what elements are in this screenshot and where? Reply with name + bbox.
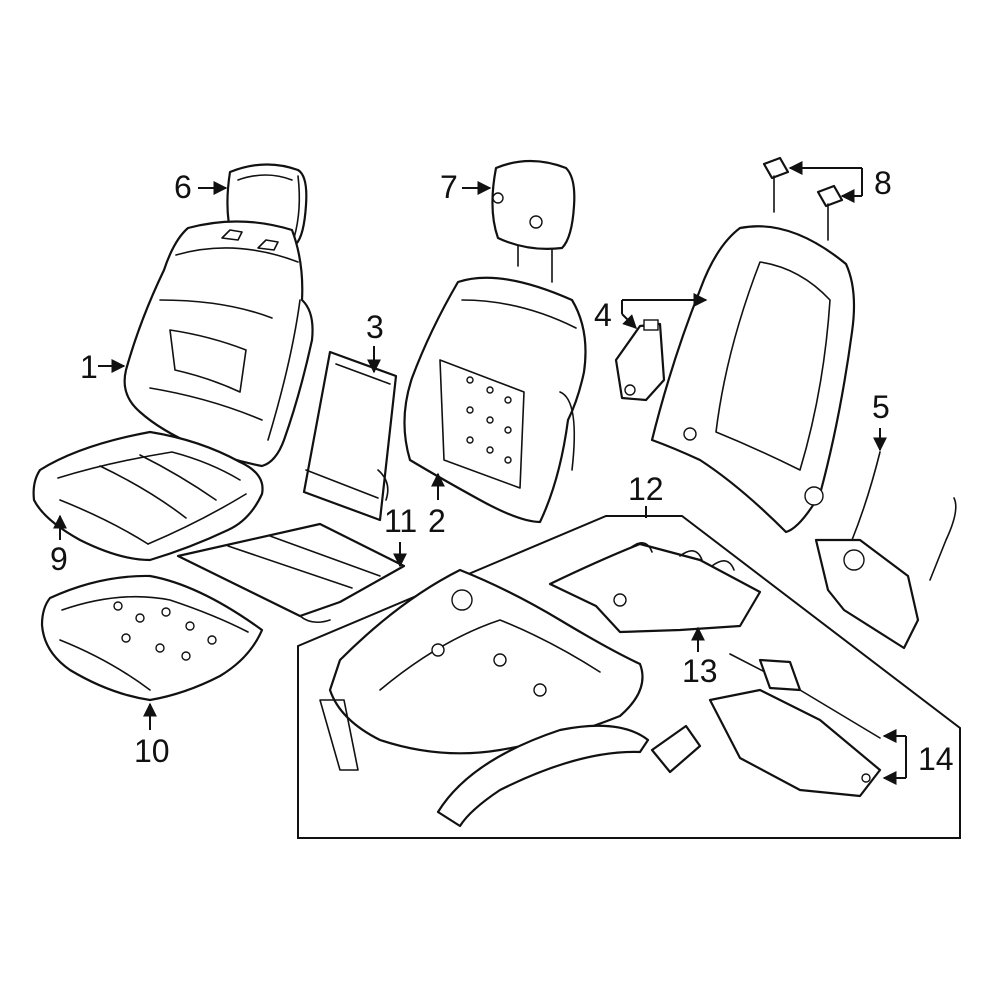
callout-10-label: 10 (134, 733, 170, 769)
part-11-cushion-heater-mat[interactable] (176, 522, 406, 624)
part-1-seat-back-cover[interactable] (123, 220, 314, 468)
part-14-height-adjuster[interactable] (650, 653, 882, 798)
callout-4: 4 (594, 293, 708, 333)
part-7-headrest[interactable] (491, 159, 576, 283)
callout-5: 5 (872, 389, 890, 452)
callout-3: 3 (366, 309, 384, 374)
callout-14-label: 14 (918, 741, 954, 777)
part-13-cushion-pan[interactable] (548, 542, 762, 634)
seat-back-frame (650, 225, 856, 534)
part-8-guide-bolts[interactable] (762, 156, 844, 241)
part-12-seat-adjuster[interactable] (319, 568, 650, 828)
callout-6: 6 (174, 169, 228, 205)
callout-14: 14 (882, 729, 954, 785)
callout-1: 1 (80, 349, 126, 385)
callout-12-label: 12 (628, 471, 664, 507)
callout-12: 12 (628, 471, 664, 518)
callout-4-label: 4 (594, 297, 612, 333)
callout-13: 13 (682, 626, 718, 689)
callout-9: 9 (50, 514, 68, 577)
callout-11: 11 (384, 503, 417, 568)
callout-10: 10 (134, 702, 170, 769)
callout-2: 2 (428, 472, 446, 539)
part-10-cushion-pad[interactable] (40, 574, 264, 702)
part-9-cushion-cover[interactable] (32, 430, 264, 562)
callout-5-label: 5 (872, 389, 890, 425)
callout-6-label: 6 (174, 169, 192, 205)
part-2-seat-back-pad[interactable] (403, 276, 587, 524)
part-12-group-frame (297, 515, 961, 839)
callout-2-label: 2 (428, 503, 446, 539)
part-3-back-heater-mat[interactable] (302, 350, 398, 522)
callout-8: 8 (788, 161, 892, 203)
callout-13-label: 13 (682, 653, 718, 689)
callout-11-label: 11 (384, 503, 417, 539)
callout-1-label: 1 (80, 349, 98, 385)
part-4-recliner-motor[interactable] (614, 319, 666, 402)
callout-9-label: 9 (50, 541, 68, 577)
part-5-wire-harness[interactable] (814, 451, 957, 650)
callout-3-label: 3 (366, 309, 384, 345)
callout-7-label: 7 (440, 169, 458, 205)
callout-7: 7 (440, 169, 492, 205)
callout-8-label: 8 (874, 165, 892, 201)
